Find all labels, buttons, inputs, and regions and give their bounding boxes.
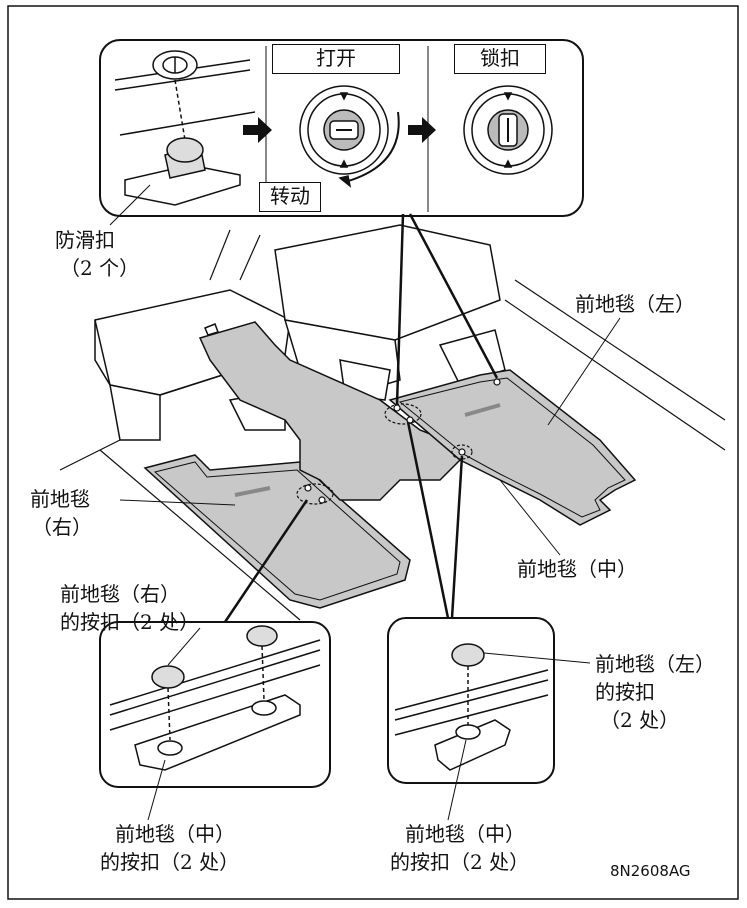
mat-center	[198, 321, 472, 501]
right-clip-leader	[167, 627, 201, 666]
arrow-icon-2	[408, 117, 436, 143]
anti-slip-clip-drawing	[114, 50, 256, 206]
floor-lines	[59, 229, 726, 621]
bottom-left-leaders	[223, 499, 309, 623]
anti-slip-leader	[109, 184, 151, 226]
label-lock: 锁扣	[454, 44, 546, 74]
label-front-mat-left: 前地毯（左）	[575, 292, 695, 316]
seat-right	[274, 224, 506, 401]
left-clip-leader	[483, 652, 591, 664]
knob-open-icon	[299, 85, 400, 188]
label-left-clip: 前地毯（左）	[595, 652, 715, 676]
mat-right	[143, 454, 411, 609]
center-clip-leader-b	[447, 739, 467, 821]
label-anti-slip-count: （2 个）	[60, 256, 140, 280]
bottom-right-inset-drawing	[394, 643, 549, 771]
label-front-mat-right: 前地毯	[30, 487, 90, 511]
bottom-left-inset-drawing	[109, 625, 321, 771]
label-center-clip-b: 前地毯（中）	[405, 822, 525, 846]
knob-lock-icon	[463, 85, 553, 175]
label-front-mat-center: 前地毯（中）	[517, 557, 637, 581]
label-right-clip-count: 的按扣（2 处）	[60, 610, 200, 634]
label-anti-slip: 防滑扣	[55, 228, 115, 252]
inset-leaders	[395, 213, 499, 406]
figure-code: 8N2608AG	[610, 862, 691, 880]
mat-left-leader	[547, 317, 621, 426]
label-rotate: 转动	[259, 182, 321, 212]
mat-center-leader	[499, 479, 561, 556]
label-left-clip-count: （2 处）	[600, 708, 680, 732]
bottom-right-leaders	[406, 421, 464, 619]
label-center-clip-a: 前地毯（中）	[115, 822, 235, 846]
label-center-clip-b-count: 的按扣（2 处）	[390, 850, 530, 874]
label-front-mat-right-side: （右）	[32, 515, 92, 539]
arrow-icon-1	[243, 117, 272, 143]
label-right-clip: 前地毯（右）	[60, 582, 180, 606]
outer-frame	[7, 5, 739, 900]
center-clip-leader-a	[147, 759, 166, 821]
label-center-clip-a-count: 的按扣（2 处）	[100, 850, 240, 874]
mat-clips	[296, 378, 501, 505]
label-left-clip-of: 的按扣	[595, 680, 655, 704]
mat-right-leader	[119, 499, 236, 506]
label-open: 打开	[272, 44, 400, 74]
